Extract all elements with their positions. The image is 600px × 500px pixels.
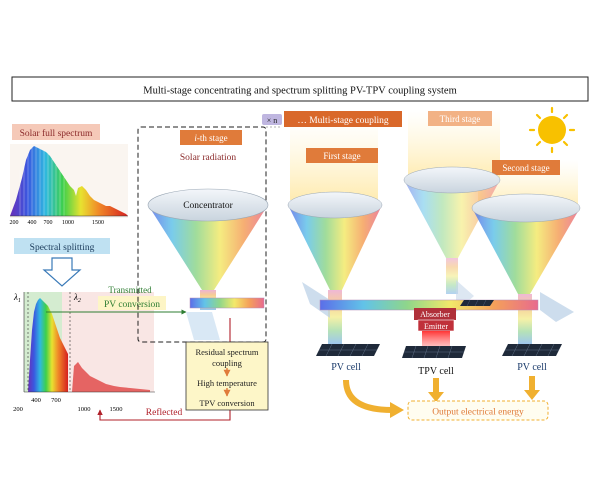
third-stage-cone-top <box>403 166 501 194</box>
pv-conversion-label-bg <box>98 296 166 310</box>
solar-radiation-label: Solar radiation <box>180 153 236 163</box>
ith-pv-wedge <box>186 312 220 340</box>
pv-cell-left-panel <box>316 343 380 357</box>
bottom-tick-200: 200 <box>13 406 23 413</box>
concentrator-label: Concentrator <box>183 201 233 211</box>
svg-text:λ1: λ1 <box>13 292 21 304</box>
emitter-label: Emitter <box>424 322 448 331</box>
bottom-tick-1500: 1500 <box>110 406 123 413</box>
solar-full-spectrum-label-bg <box>12 124 100 140</box>
second-stage-label-bg <box>492 160 560 175</box>
ith-stage-suffix: -th stage <box>197 133 228 143</box>
ith-stage-label-bg <box>180 130 242 145</box>
first-stage-cone <box>288 205 382 290</box>
diagram-title: Multi-stage concentrating and spectrum s… <box>143 86 457 97</box>
residual-line4: TPV conversion <box>199 398 255 408</box>
top-spectrum-plot: 200 400 700 1000 1500 <box>10 144 128 226</box>
second-stage-cone <box>472 208 580 294</box>
tpv-cell-label: TPV cell <box>418 366 454 377</box>
output-arrow-left-head <box>390 402 404 418</box>
lambda1-symbol: λ <box>13 292 18 302</box>
output-arrow-middle-head <box>428 392 444 402</box>
tpv-cell-panel <box>402 345 466 359</box>
times-n-badge <box>262 114 282 125</box>
bottom-tick-400: 400 <box>31 397 41 404</box>
lambda1-subscript: 1 <box>18 298 21 304</box>
title-box <box>11 76 589 102</box>
absorber-block <box>414 308 456 320</box>
first-stage-label-bg <box>306 148 378 163</box>
second-stage-cone-top <box>471 193 581 223</box>
residual-line3: High temperature <box>197 378 257 388</box>
pv-cell-right-label: PV cell <box>517 362 547 373</box>
split-spectrum-visible <box>28 298 68 392</box>
bottom-tick-1000: 1000 <box>78 406 91 413</box>
tpv-red-glow <box>422 331 450 347</box>
third-stage-label: Third stage <box>440 114 481 124</box>
first-stage-label: First stage <box>323 151 360 161</box>
top-tick-200: 200 <box>10 220 19 226</box>
output-box <box>407 400 549 421</box>
third-stage-pv-panel <box>460 299 494 307</box>
third-stage-label-bg <box>428 111 492 126</box>
split-spectrum-plot: λ1 λ2 200 400 700 1000 1500 <box>13 292 155 413</box>
residual-line2: coupling <box>212 358 242 368</box>
pv-cell-right-panel <box>502 343 562 357</box>
svg-text:λ2: λ2 <box>73 292 81 304</box>
bottom-tick-700: 700 <box>51 397 61 404</box>
reflected-label: Reflected <box>146 407 183 418</box>
top-tick-700: 700 <box>44 220 53 226</box>
first-stage-cone-top <box>287 191 383 219</box>
multi-stage-label-bg <box>284 111 402 127</box>
ith-splitter-bar <box>189 297 265 309</box>
residual-line1: Residual spectrum <box>195 347 258 357</box>
pv-conversion-label: PV conversion <box>104 300 160 310</box>
sun-icon <box>528 106 576 154</box>
times-n-label: × n <box>267 116 278 125</box>
lambda2-subscript: 2 <box>78 298 81 304</box>
svg-text:i-th stage: i-th stage <box>194 133 227 143</box>
splitting-down-arrow <box>42 257 82 287</box>
split-spectrum-ir <box>72 362 150 392</box>
third-stage-stem <box>446 258 458 294</box>
output-arrow-left <box>343 379 393 413</box>
second-wedge <box>540 292 574 322</box>
solar-full-spectrum-label: Solar full spectrum <box>20 128 93 139</box>
top-tick-1000: 1000 <box>62 220 74 226</box>
lambda2-symbol: λ <box>73 292 78 302</box>
top-spectrum-curve <box>10 146 128 216</box>
ith-concentrator-cone <box>148 205 268 290</box>
spectral-splitting-label-bg <box>14 238 110 254</box>
top-tick-400: 400 <box>28 220 37 226</box>
third-stage-cone <box>404 180 500 258</box>
spectral-splitting-label: Spectral splitting <box>30 243 95 253</box>
pv-cell-left-label: PV cell <box>331 362 361 373</box>
multi-stage-label: … Multi-stage coupling <box>297 116 389 126</box>
first-stage-stem <box>328 290 342 344</box>
output-arrow-right-head <box>524 390 540 400</box>
transmitted-label: Transmitted <box>108 285 152 295</box>
ith-stage-i: i <box>194 133 197 143</box>
second-stage-label: Second stage <box>502 163 549 173</box>
output-label: Output electrical energy <box>432 408 524 418</box>
top-tick-1500: 1500 <box>92 220 104 226</box>
ith-concentrator-top <box>147 188 269 222</box>
absorber-label: Absorber <box>420 310 450 319</box>
